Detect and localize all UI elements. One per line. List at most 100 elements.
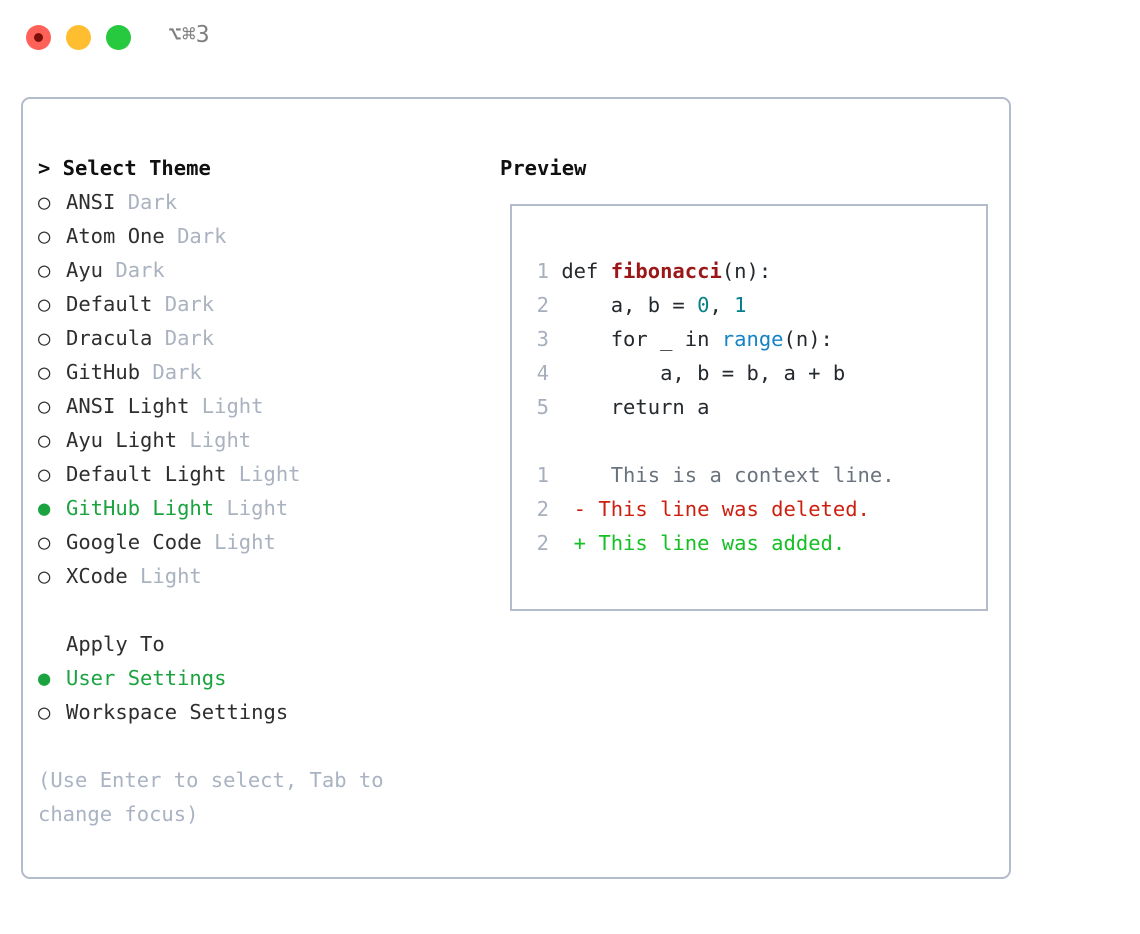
select-theme-heading: > Select Theme (38, 156, 211, 180)
close-window-button[interactable] (26, 25, 51, 50)
code-token: 1 (734, 293, 747, 317)
theme-name: Default Light (66, 462, 227, 486)
radio-unselected-icon: ○ (38, 292, 51, 316)
theme-name: XCode (66, 564, 128, 588)
theme-name: Dracula (66, 326, 153, 350)
apply-to-item[interactable]: ○ Workspace Settings (38, 695, 478, 729)
radio-unselected-icon: ○ (38, 564, 51, 588)
code-blank-line (525, 424, 895, 458)
diff-marker (549, 463, 586, 487)
theme-variant: Light (127, 564, 202, 588)
theme-variant: Dark (103, 258, 165, 282)
code-token: (n): (721, 259, 772, 283)
maximize-window-button[interactable] (106, 25, 131, 50)
diff-marker: + (549, 531, 587, 555)
theme-variant: Dark (152, 326, 215, 350)
theme-list-item[interactable]: ○ Ayu Dark (38, 253, 478, 287)
theme-name: Google Code (66, 530, 202, 554)
line-number: 4 (536, 361, 549, 385)
gutter-space (549, 293, 561, 317)
line-number: 2 (536, 293, 549, 317)
gutter-space (549, 395, 561, 419)
theme-list-item[interactable]: ○ Google Code Light (38, 525, 478, 559)
code-line: 5 return a (525, 390, 895, 424)
radio-unselected-icon: ○ (38, 428, 51, 452)
theme-name: Atom One (66, 224, 165, 248)
code-token: 0 (697, 293, 710, 317)
radio-unselected-icon: ○ (38, 530, 51, 554)
radio-unselected-icon: ○ (38, 224, 51, 248)
radio-unselected-icon: ○ (38, 462, 51, 486)
minimize-window-button[interactable] (66, 25, 91, 50)
theme-variant: Dark (152, 292, 215, 316)
apply-to-heading: Apply To (66, 632, 165, 656)
theme-selector-column: > Select Theme ○ANSI Dark○Atom One Dark○… (38, 151, 478, 729)
radio-unselected-icon: ○ (38, 190, 51, 214)
code-token: fibonacci (610, 259, 722, 283)
theme-name: Ayu (66, 258, 104, 282)
theme-list-item[interactable]: ○ Dracula Dark (38, 321, 478, 355)
gutter-space (549, 259, 561, 283)
code-line: 2 a, b = 0, 1 (525, 288, 895, 322)
keyboard-shortcut-label: ⌥⌘3 (168, 22, 210, 48)
apply-to-list: ● User Settings ○ Workspace Settings (38, 661, 478, 729)
line-number: 3 (536, 327, 549, 351)
preview-heading: Preview (500, 156, 587, 180)
preview-column: Preview 1 def fibonacci(n):2 a, b = 0, 1… (500, 151, 988, 611)
theme-name: Default (66, 292, 153, 316)
diff-line: 2 + This line was added. (525, 526, 895, 560)
theme-variant: Light (201, 530, 276, 554)
line-number: 2 (536, 497, 549, 521)
code-token: (n): (783, 327, 833, 351)
gutter-space (549, 327, 561, 351)
apply-to-label: User Settings (66, 666, 227, 690)
code-line: 1 def fibonacci(n): (525, 254, 895, 288)
theme-name: ANSI Light (66, 394, 190, 418)
theme-list: ○ ANSI Dark ○ Atom One Dark ○ Ayu Dark ○ Defaul… (38, 185, 478, 593)
gutter-space (549, 361, 561, 385)
theme-variant: Light (189, 394, 264, 418)
code-token: a, b = (561, 293, 698, 317)
apply-to-label: Workspace Settings (66, 700, 289, 724)
theme-list-item[interactable]: ●GitHub Light Light (38, 491, 478, 525)
theme-list-item[interactable]: ○ XCode Light (38, 559, 478, 593)
diff-text: This line was added. (586, 531, 846, 555)
code-token: return a (561, 395, 710, 419)
line-number: 2 (536, 531, 549, 555)
diff-marker: - (549, 497, 587, 521)
apply-to-item[interactable]: ● User Settings (38, 661, 478, 695)
diff-line: 1 This is a context line. (525, 458, 895, 492)
radio-selected-icon: ● (38, 666, 51, 690)
theme-list-item[interactable]: ○ANSI Light Light (38, 389, 478, 423)
diff-text: This line was deleted. (586, 497, 870, 521)
radio-unselected-icon: ○ (38, 360, 51, 384)
radio-selected-icon: ● (38, 496, 51, 520)
line-number: 1 (536, 463, 549, 487)
code-token: a, b = b, a + b (561, 361, 846, 385)
code-token: for _ in (561, 327, 722, 351)
radio-unselected-icon: ○ (38, 326, 51, 350)
theme-name: GitHub (66, 360, 141, 384)
theme-name: ANSI (66, 190, 116, 214)
list-spacer (38, 593, 478, 627)
theme-name: Ayu Light (66, 428, 178, 452)
code-token: range (721, 327, 784, 351)
code-token: def (561, 259, 611, 283)
theme-name: GitHub Light (66, 496, 215, 520)
theme-list-item[interactable]: ○GitHub Dark (38, 355, 478, 389)
line-number: 5 (536, 395, 549, 419)
theme-list-item[interactable]: ○Atom One Dark (38, 219, 478, 253)
code-line: 3 for _ in range(n): (525, 322, 895, 356)
code-line: 4 a, b = b, a + b (525, 356, 895, 390)
theme-list-item[interactable]: ○ Default Dark (38, 287, 478, 321)
diff-text: This is a context line. (586, 463, 895, 487)
theme-list-item[interactable]: ○ANSI Dark (38, 185, 478, 219)
code-token: , (709, 293, 735, 317)
radio-unselected-icon: ○ (38, 700, 51, 724)
theme-list-item[interactable]: ○Default Light Light (38, 457, 478, 491)
radio-unselected-icon: ○ (38, 258, 51, 282)
theme-list-item[interactable]: ○Ayu Light Light (38, 423, 478, 457)
